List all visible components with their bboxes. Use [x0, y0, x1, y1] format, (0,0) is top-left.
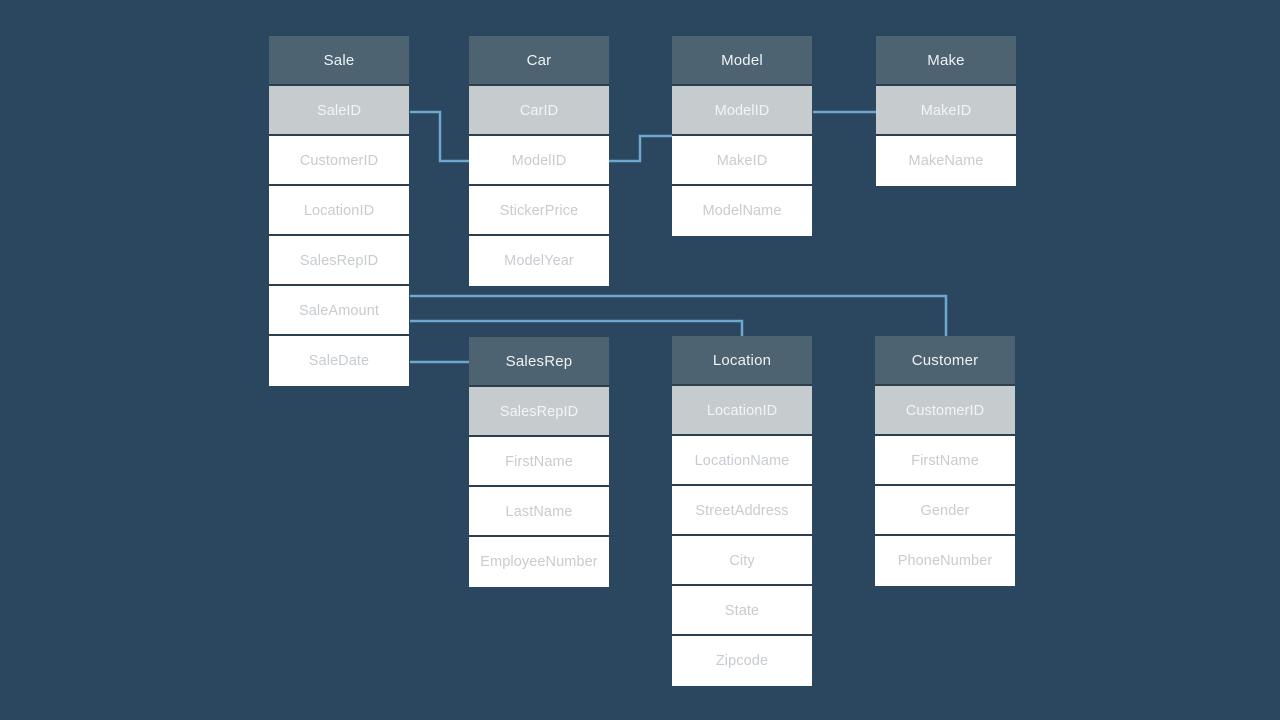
entity-title-model: Model — [672, 36, 812, 86]
entity-title-customer: Customer — [875, 336, 1015, 386]
field-location[interactable]: Zipcode — [672, 636, 812, 686]
field-customer[interactable]: PhoneNumber — [875, 536, 1015, 586]
field-make[interactable]: MakeName — [876, 136, 1016, 186]
field-car[interactable]: ModelID — [469, 136, 609, 186]
entity-title-car: Car — [469, 36, 609, 86]
field-car[interactable]: StickerPrice — [469, 186, 609, 236]
field-salesrep[interactable]: LastName — [469, 487, 609, 537]
entity-title-location: Location — [672, 336, 812, 386]
connector-sale-car — [410, 110, 469, 163]
primary-key-field-car[interactable]: CarID — [469, 86, 609, 136]
field-salesrep[interactable]: FirstName — [469, 437, 609, 487]
entity-title-salesrep: SalesRep — [469, 337, 609, 387]
field-sale[interactable]: LocationID — [269, 186, 409, 236]
field-sale[interactable]: SaleDate — [269, 336, 409, 386]
connector-car-model — [609, 134, 672, 163]
field-salesrep[interactable]: EmployeeNumber — [469, 537, 609, 587]
field-location[interactable]: LocationName — [672, 436, 812, 486]
entity-title-sale: Sale — [269, 36, 409, 86]
entity-title-make: Make — [876, 36, 1016, 86]
field-location[interactable]: City — [672, 536, 812, 586]
primary-key-field-make[interactable]: MakeID — [876, 86, 1016, 136]
field-customer[interactable]: Gender — [875, 486, 1015, 536]
field-model[interactable]: ModelName — [672, 186, 812, 236]
field-sale[interactable]: SaleAmount — [269, 286, 409, 336]
field-sale[interactable]: CustomerID — [269, 136, 409, 186]
field-car[interactable]: ModelYear — [469, 236, 609, 286]
primary-key-field-model[interactable]: ModelID — [672, 86, 812, 136]
primary-key-field-salesrep[interactable]: SalesRepID — [469, 387, 609, 437]
field-model[interactable]: MakeID — [672, 136, 812, 186]
connector-sale-location — [410, 319, 744, 336]
field-customer[interactable]: FirstName — [875, 436, 1015, 486]
field-sale[interactable]: SalesRepID — [269, 236, 409, 286]
primary-key-field-location[interactable]: LocationID — [672, 386, 812, 436]
field-location[interactable]: State — [672, 586, 812, 636]
primary-key-field-sale[interactable]: SaleID — [269, 86, 409, 136]
connector-sale-customer — [410, 294, 948, 336]
primary-key-field-customer[interactable]: CustomerID — [875, 386, 1015, 436]
field-location[interactable]: StreetAddress — [672, 486, 812, 536]
